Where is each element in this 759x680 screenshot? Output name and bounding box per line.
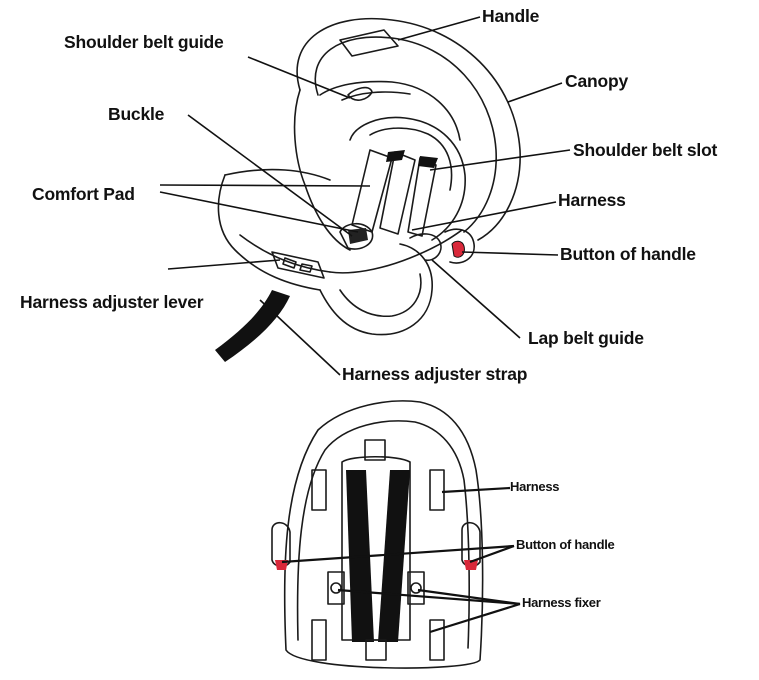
label-shoulder-belt-slot: Shoulder belt slot	[573, 142, 717, 160]
label-shoulder-belt-guide: Shoulder belt guide	[64, 34, 224, 52]
adjuster-strap	[215, 290, 290, 362]
label-rear-harness-fixer: Harness fixer	[522, 596, 600, 609]
label-handle: Handle	[482, 8, 539, 26]
label-buckle: Buckle	[108, 106, 164, 124]
label-harness-adjuster-strap: Harness adjuster strap	[342, 366, 527, 384]
label-rear-button-of-handle: Button of handle	[516, 538, 614, 551]
label-harness: Harness	[558, 192, 626, 210]
handle-button-red	[452, 241, 464, 257]
car-seat-rear-illustration	[272, 401, 520, 668]
label-rear-harness: Harness	[510, 480, 559, 493]
label-canopy: Canopy	[565, 73, 628, 91]
label-lap-belt-guide: Lap belt guide	[528, 330, 644, 348]
label-comfort-pad: Comfort Pad	[32, 186, 135, 204]
label-harness-adjuster-lever: Harness adjuster lever	[20, 294, 203, 312]
label-button-of-handle: Button of handle	[560, 246, 696, 264]
seat-shell	[295, 90, 350, 250]
